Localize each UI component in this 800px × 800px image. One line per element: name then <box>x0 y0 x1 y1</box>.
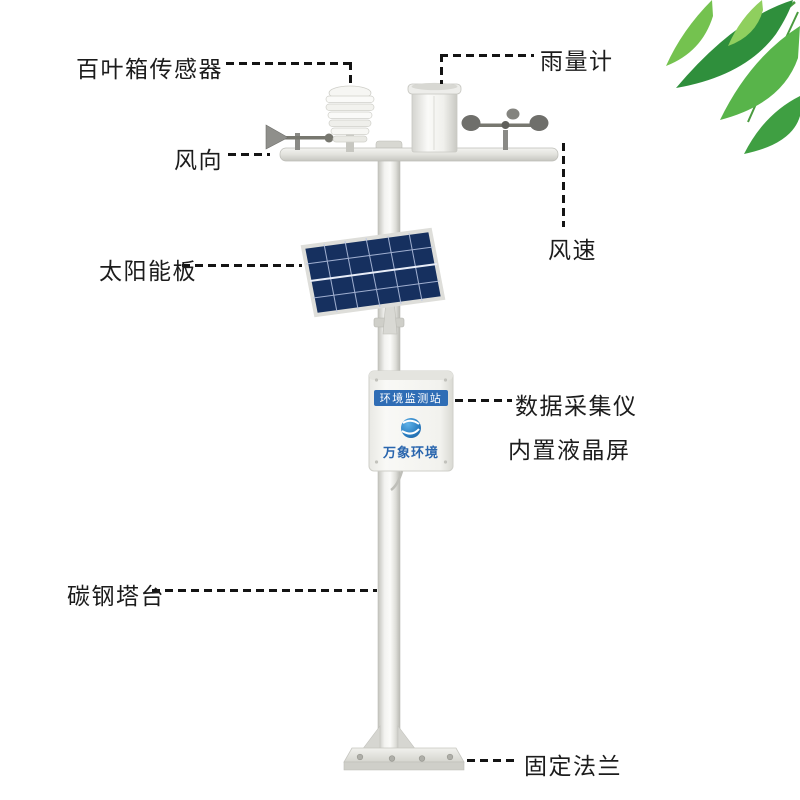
leader-line-solar <box>182 264 302 267</box>
label-louver-sensor: 百叶箱传感器 <box>76 56 223 82</box>
data-logger-box: 环境监测站 万象环境 <box>368 370 454 492</box>
base-flange <box>343 725 465 771</box>
label-lcd-screen: 内置液晶屏 <box>508 437 631 463</box>
label-wind-speed: 风速 <box>548 237 597 263</box>
leader-line-datalogger <box>455 399 512 402</box>
leader-line-rain-v <box>440 54 443 84</box>
solar-panel <box>300 227 446 335</box>
leaf-decoration <box>666 0 800 154</box>
label-flange: 固定法兰 <box>524 753 622 779</box>
leader-line-tower <box>152 589 377 592</box>
label-solar-panel: 太阳能板 <box>99 258 197 284</box>
leader-line-louver-v <box>349 62 352 86</box>
label-tower: 碳钢塔台 <box>67 583 165 609</box>
wind-vane <box>265 124 334 150</box>
box-title-text: 环境监测站 <box>380 391 443 405</box>
leader-line-flange <box>467 759 519 762</box>
label-wind-direction: 风向 <box>174 147 223 173</box>
label-rain-gauge: 雨量计 <box>540 48 614 74</box>
box-brand-text: 万象环境 <box>382 445 439 460</box>
louver-box-sensor <box>325 85 375 152</box>
leader-line-louver-h <box>226 62 352 65</box>
leader-line-winddir <box>228 153 270 156</box>
leader-line-rain-h <box>440 54 534 57</box>
leader-line-windspeed <box>562 143 565 227</box>
label-data-logger: 数据采集仪 <box>515 393 638 419</box>
rain-gauge-cylinder <box>407 82 462 153</box>
anemometer <box>461 108 549 150</box>
